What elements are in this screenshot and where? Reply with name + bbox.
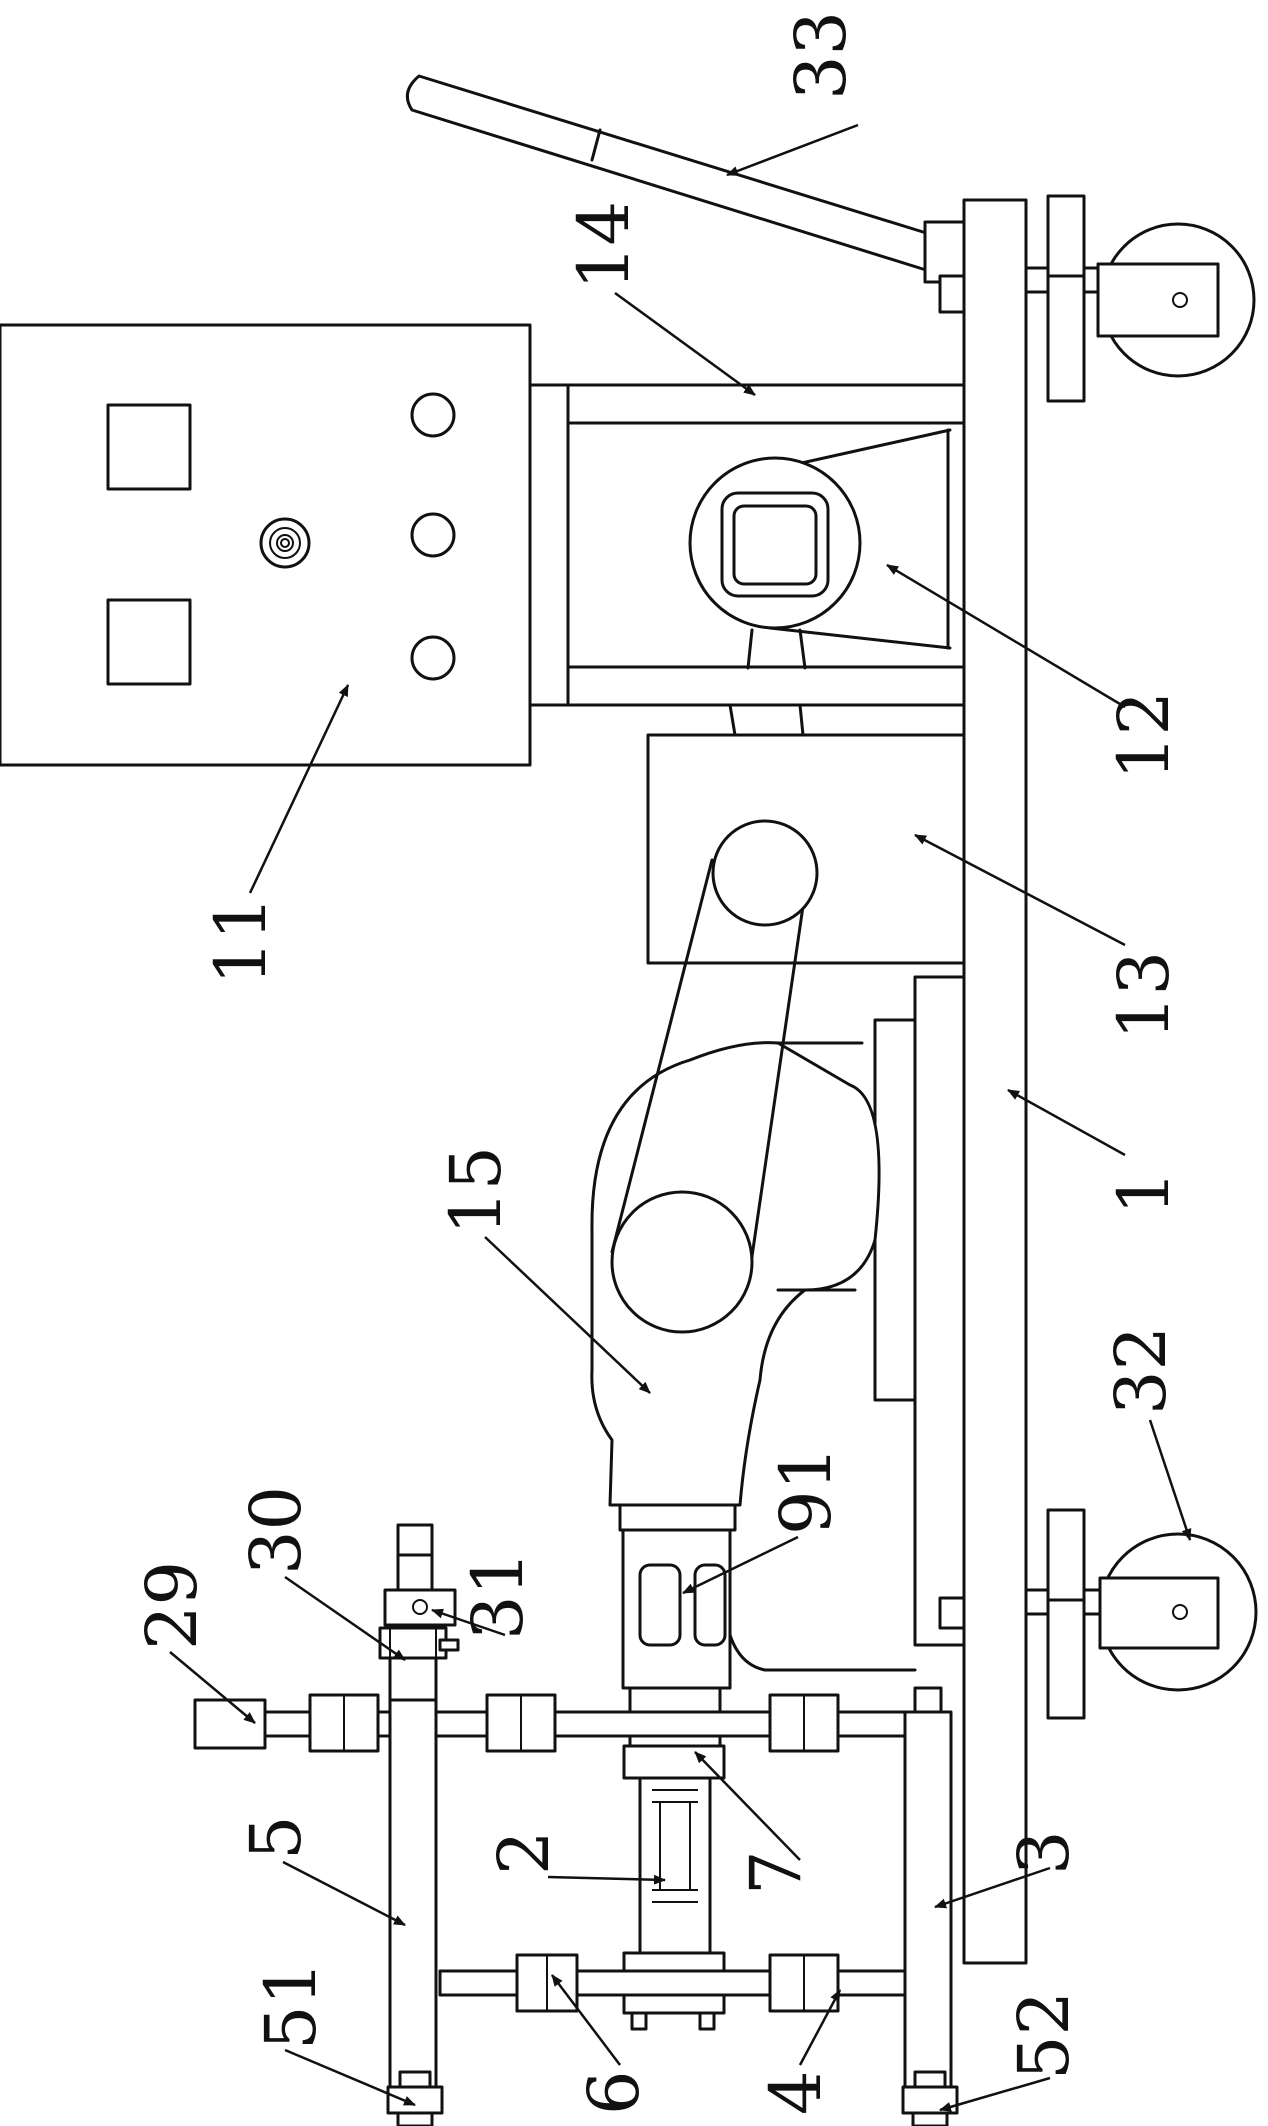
label-5: 5	[235, 1815, 317, 1860]
mount-plates	[873, 975, 966, 1647]
label-30: 30	[235, 1486, 317, 1575]
label-3: 3	[1003, 1830, 1085, 1875]
label-6: 6	[573, 2070, 655, 2115]
label-31: 31	[457, 1551, 539, 1640]
label-12: 12	[1103, 691, 1185, 780]
label-15: 15	[435, 1146, 517, 1235]
indicator-light-1	[410, 392, 456, 438]
label-4: 4	[755, 2070, 837, 2115]
cross-bar-upper	[193, 1693, 927, 1753]
knob	[259, 517, 311, 569]
motor	[688, 428, 952, 670]
link-arm	[610, 819, 819, 1334]
label-11: 11	[200, 896, 282, 985]
leader-lines	[169, 123, 1192, 2112]
control-box	[0, 323, 532, 767]
base-plate	[962, 198, 1028, 1965]
label-51: 51	[250, 1961, 332, 2050]
label-14: 14	[563, 201, 645, 290]
label-52: 52	[1003, 1991, 1085, 2080]
label-91: 91	[765, 1446, 847, 1535]
labels: 33 14 11 12 13 1 15 32 91 30 31 29 7 5 2…	[131, 11, 1185, 2115]
roller-5	[386, 1698, 444, 2126]
indicator-light-3	[410, 635, 456, 681]
indicator-light-2	[410, 512, 456, 558]
label-33: 33	[780, 11, 862, 100]
label-32: 32	[1100, 1326, 1182, 1415]
label-1: 1	[1103, 1170, 1185, 1215]
adjuster-assembly	[378, 1523, 460, 1702]
wheel-top	[1024, 194, 1256, 403]
label-29: 29	[131, 1561, 213, 1650]
cross-bar-lower	[438, 1953, 927, 2013]
wheel-bottom	[1024, 1508, 1258, 1720]
support-frame	[528, 383, 966, 737]
handle	[405, 74, 966, 314]
label-7: 7	[735, 1850, 817, 1895]
label-13: 13	[1103, 951, 1185, 1040]
display-window-bottom	[106, 598, 192, 686]
label-2: 2	[483, 1830, 565, 1875]
display-window-top	[106, 403, 192, 491]
roller-3	[901, 1686, 959, 2126]
